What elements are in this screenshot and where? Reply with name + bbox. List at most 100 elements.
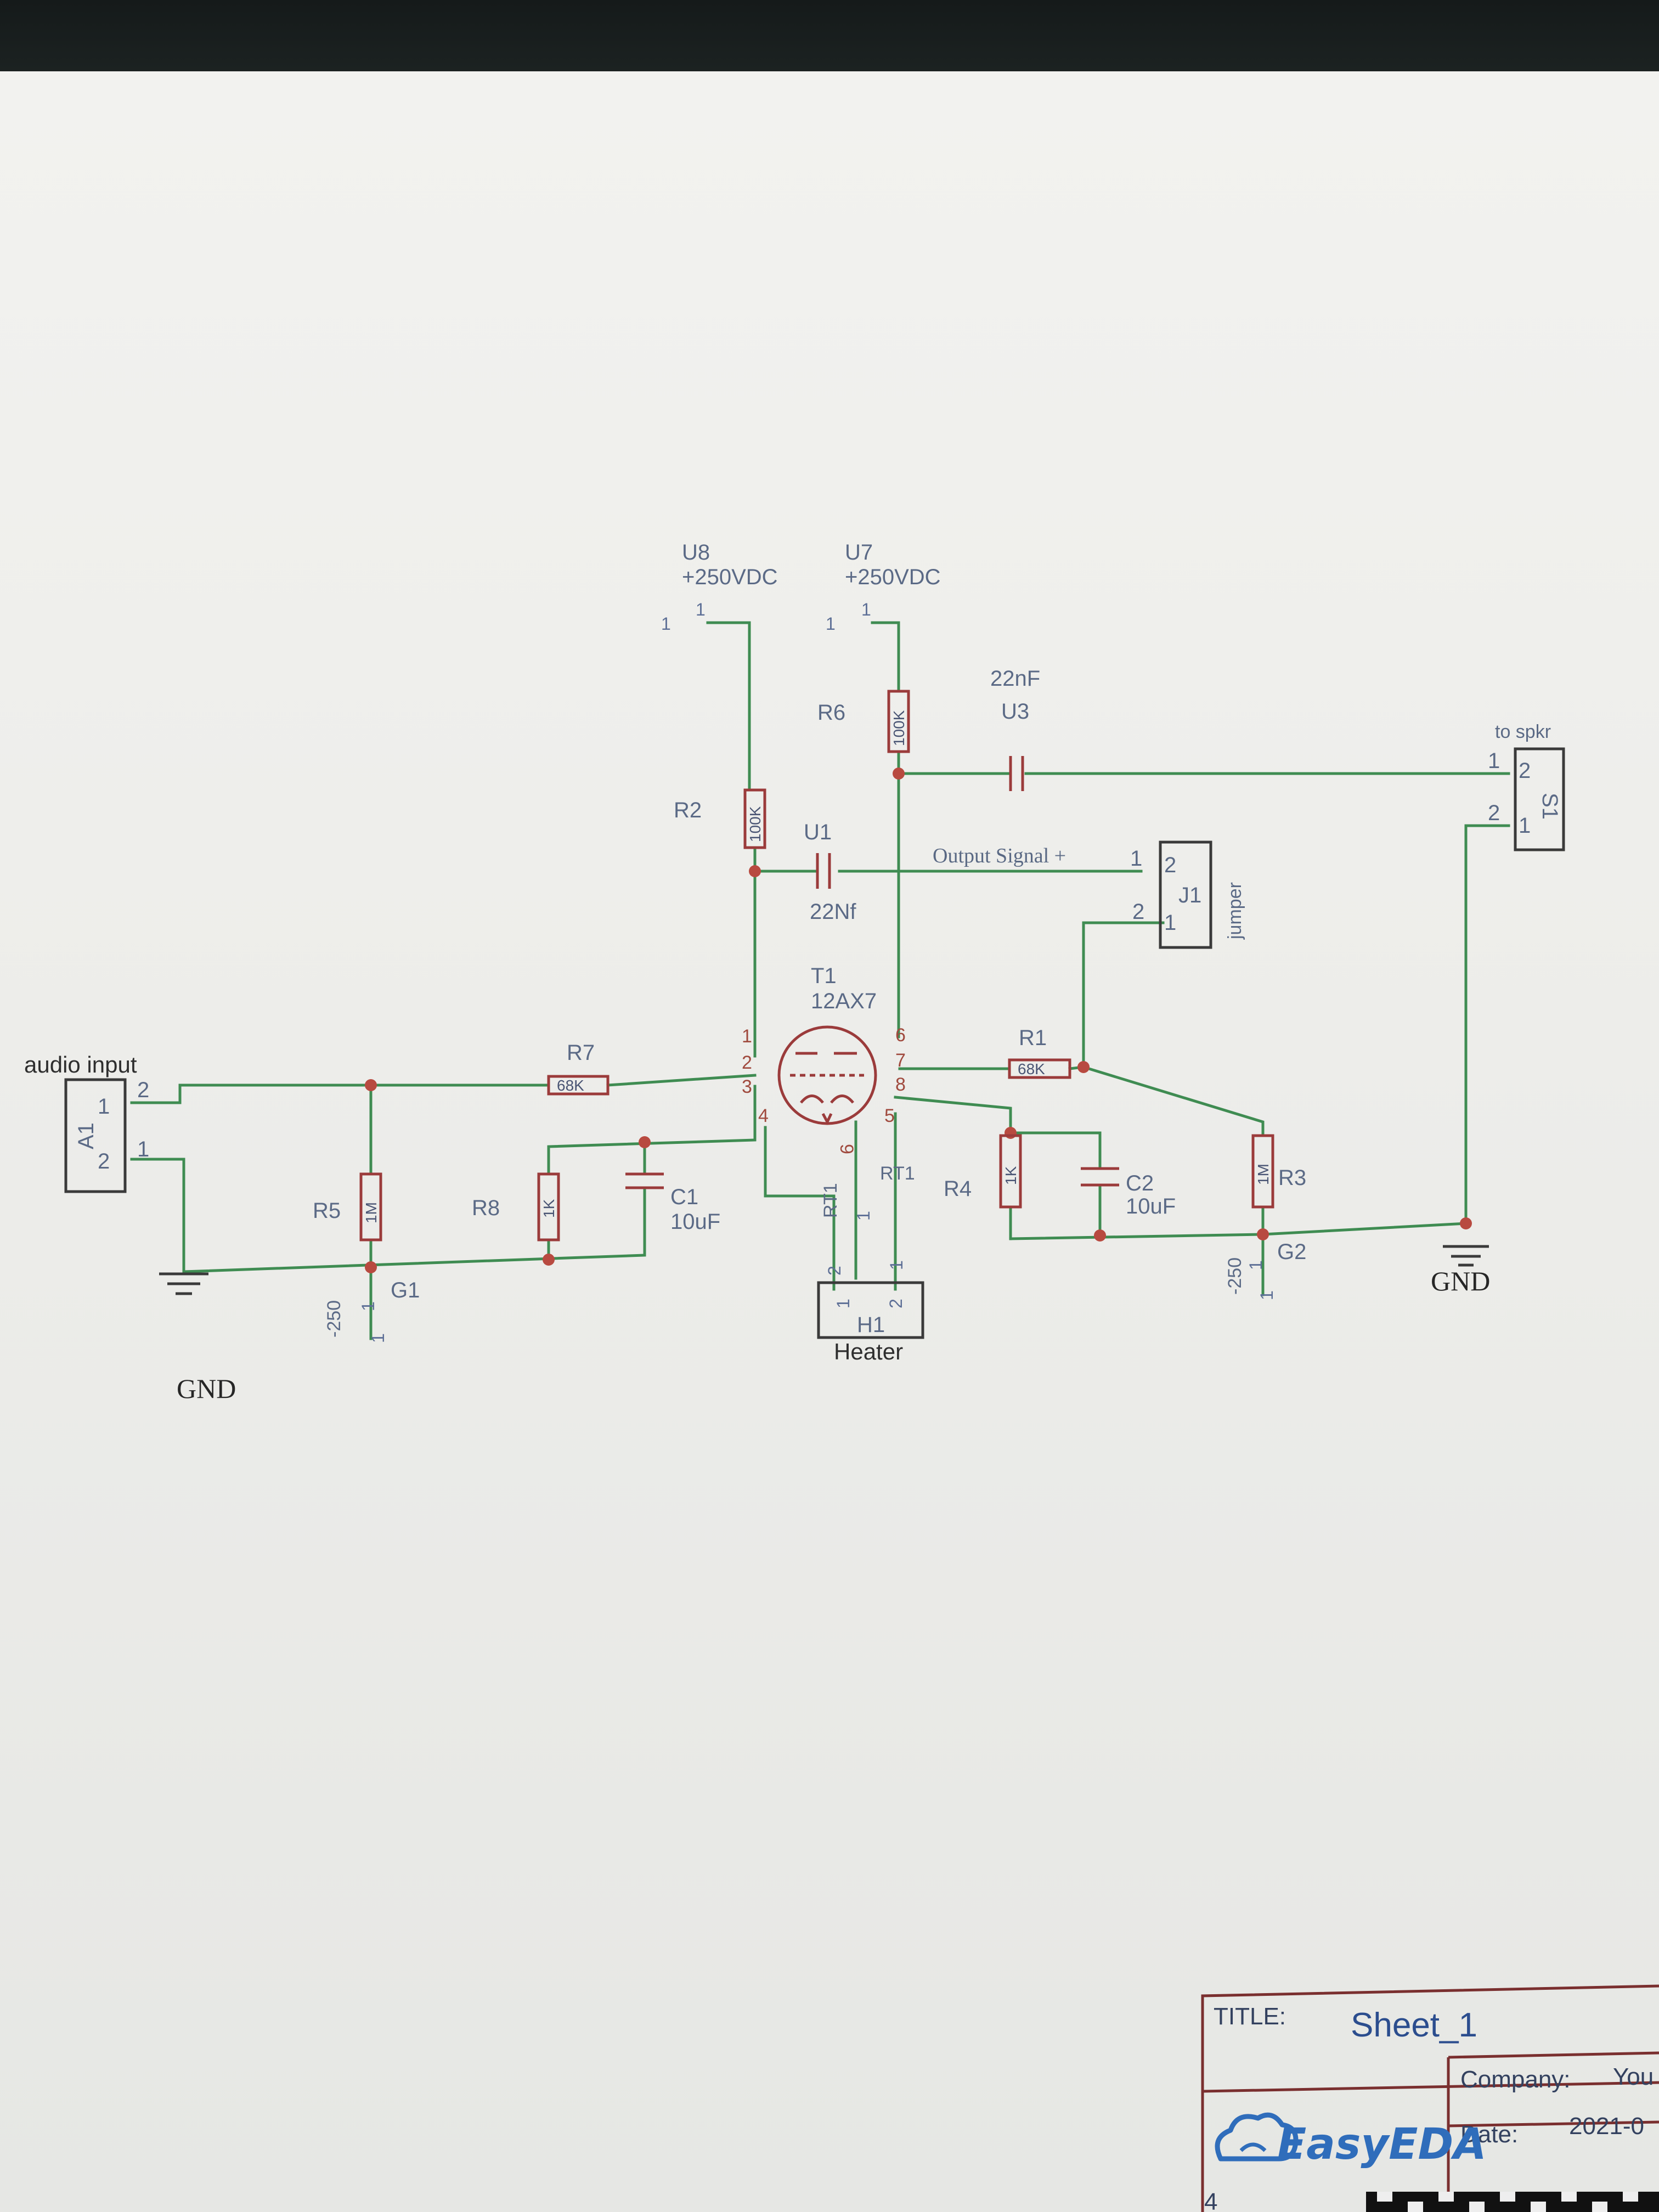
svg-text:H1: H1 — [857, 1313, 885, 1337]
svg-text:2021-0: 2021-0 — [1569, 2113, 1644, 2140]
svg-text:1: 1 — [696, 600, 706, 619]
svg-text:22nF: 22nF — [990, 667, 1040, 691]
connector-audio-input: audio input A1 1 2 2 1 — [24, 1052, 149, 1193]
svg-text:10uF: 10uF — [670, 1210, 720, 1234]
svg-text:1M: 1M — [363, 1202, 380, 1223]
resistor-r4: R4 1K — [944, 1134, 1022, 1209]
resistor-r1: R1 68K — [1008, 1026, 1071, 1079]
supply-g1: G1 -250 1 1 — [324, 1278, 420, 1343]
svg-text:jumper: jumper — [1224, 882, 1245, 940]
svg-text:G1: G1 — [391, 1278, 420, 1302]
svg-text:U3: U3 — [1001, 699, 1029, 724]
connector-speaker: to spkr 2 1 S1 1 2 — [1488, 721, 1565, 851]
svg-text:TITLE:: TITLE: — [1214, 2003, 1286, 2030]
svg-text:Date:: Date: — [1460, 2121, 1518, 2148]
svg-text:A1: A1 — [74, 1122, 98, 1149]
svg-text:Heater: Heater — [834, 1339, 903, 1364]
svg-text:to spkr: to spkr — [1495, 721, 1551, 742]
svg-text:-250: -250 — [1224, 1257, 1245, 1295]
wires — [130, 621, 1510, 1340]
svg-text:68K: 68K — [1018, 1060, 1045, 1077]
svg-text:U8: U8 — [682, 540, 710, 565]
svg-text:3: 3 — [742, 1076, 752, 1097]
svg-text:R7: R7 — [567, 1041, 595, 1065]
svg-text:1: 1 — [1246, 1260, 1266, 1270]
svg-text:RT1: RT1 — [820, 1183, 841, 1218]
svg-text:100K: 100K — [747, 806, 764, 842]
svg-text:S1: S1 — [1538, 793, 1562, 820]
svg-text:1: 1 — [742, 1026, 752, 1047]
supply-u8: U8 +250VDC 1 1 — [661, 540, 778, 634]
svg-text:12AX7: 12AX7 — [811, 989, 877, 1013]
svg-text:+250VDC: +250VDC — [682, 565, 778, 589]
svg-text:1: 1 — [854, 1211, 873, 1221]
svg-text:1K: 1K — [540, 1199, 557, 1218]
ground-left: GND — [159, 1272, 236, 1404]
resistor-r3: R3 1M — [1251, 1134, 1306, 1209]
connector-jumper: 2 J1 1 1 2 jumper — [1130, 840, 1245, 949]
svg-text:2: 2 — [1488, 801, 1500, 825]
svg-text:R4: R4 — [944, 1177, 972, 1201]
svg-text:C2: C2 — [1126, 1171, 1154, 1195]
svg-text:G2: G2 — [1277, 1240, 1306, 1264]
paper-sheet — [0, 71, 1659, 2212]
svg-text:6: 6 — [895, 1025, 906, 1046]
svg-text:1: 1 — [826, 614, 836, 634]
svg-text:1: 1 — [98, 1094, 110, 1119]
svg-text:1K: 1K — [1002, 1166, 1019, 1185]
heater-h1: H1 Heater 1 2 — [817, 1281, 924, 1364]
svg-text:R5: R5 — [313, 1199, 341, 1223]
svg-text:R8: R8 — [472, 1196, 500, 1220]
svg-text:2: 2 — [742, 1052, 752, 1073]
capacitor-u3: 22nF U3 — [990, 667, 1040, 791]
svg-text:5: 5 — [884, 1105, 895, 1126]
tube-t1: T1 12AX7 1 2 3 4 5 6 7 8 9 — [742, 964, 906, 1154]
svg-text:2: 2 — [1164, 853, 1176, 877]
svg-text:1: 1 — [368, 1333, 388, 1343]
supply-u7: U7 +250VDC 1 1 — [826, 540, 941, 634]
supply-g2: G2 -250 1 1 — [1224, 1240, 1306, 1300]
svg-text:2: 2 — [1132, 900, 1144, 924]
svg-text:GND: GND — [1431, 1266, 1490, 1296]
svg-text:You: You — [1613, 2063, 1654, 2090]
svg-text:2: 2 — [825, 1266, 844, 1276]
ground-right: GND — [1431, 1245, 1490, 1296]
resistor-r5: R5 1M — [313, 1172, 382, 1242]
svg-text:2: 2 — [886, 1299, 906, 1308]
svg-text:1: 1 — [1257, 1290, 1277, 1300]
svg-text:2: 2 — [1519, 759, 1531, 783]
svg-text:R2: R2 — [674, 798, 702, 822]
svg-text:audio input: audio input — [24, 1052, 137, 1077]
svg-text:1: 1 — [833, 1299, 853, 1308]
svg-text:1: 1 — [661, 614, 671, 634]
svg-text:1: 1 — [1130, 847, 1142, 871]
svg-text:R6: R6 — [817, 701, 845, 725]
svg-text:22Nf: 22Nf — [810, 900, 856, 924]
svg-text:+250VDC: +250VDC — [845, 565, 941, 589]
svg-text:10uF: 10uF — [1126, 1194, 1176, 1218]
svg-text:U7: U7 — [845, 540, 873, 565]
svg-text:Sheet_1: Sheet_1 — [1351, 2006, 1477, 2044]
resistor-r7: R7 68K — [547, 1041, 610, 1096]
checker-strip — [1366, 2192, 1659, 2212]
svg-text:RT1: RT1 — [880, 1163, 915, 1184]
capacitor-c1: C1 10uF — [625, 1172, 720, 1234]
svg-text:2: 2 — [137, 1078, 149, 1102]
easyeda-logo: EasyEDA — [1215, 2112, 1487, 2169]
capacitor-u1: U1 22Nf — [804, 820, 856, 924]
svg-text:68K: 68K — [557, 1077, 584, 1094]
svg-text:Company:: Company: — [1460, 2066, 1571, 2093]
svg-text:100K: 100K — [890, 710, 907, 746]
resistor-r2: R2 100K — [674, 788, 766, 849]
svg-text:U1: U1 — [804, 820, 832, 844]
svg-text:-250: -250 — [324, 1300, 345, 1338]
svg-text:4: 4 — [1204, 2188, 1217, 2212]
output-signal-label: Output Signal + — [933, 844, 1066, 867]
svg-text:8: 8 — [895, 1074, 906, 1095]
heater-taps: RT1 RT1 1 2 1 — [820, 1163, 915, 1276]
svg-text:GND: GND — [177, 1373, 236, 1404]
svg-text:1: 1 — [358, 1301, 378, 1311]
cloud-icon — [1215, 2112, 1299, 2162]
svg-text:C1: C1 — [670, 1185, 698, 1209]
